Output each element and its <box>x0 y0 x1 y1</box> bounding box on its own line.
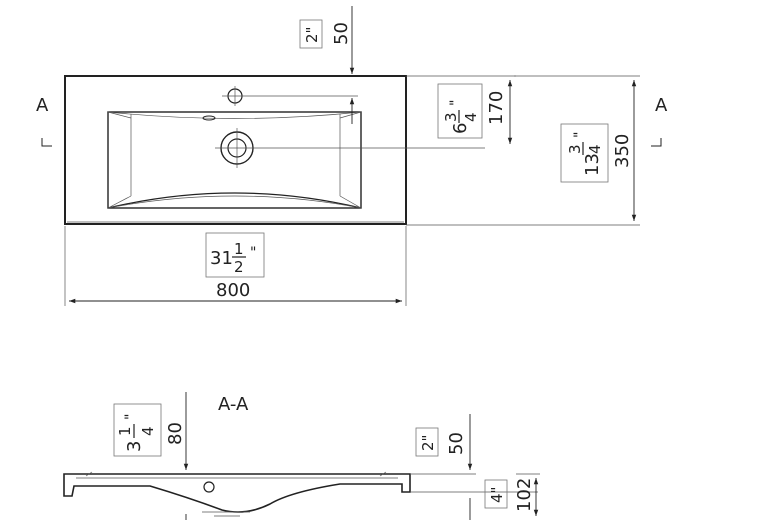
svg-text:170: 170 <box>486 91 507 125</box>
svg-text:A: A <box>36 95 49 116</box>
overflow-slot <box>202 115 216 121</box>
dim-width: 31 1 2 " 800 <box>64 226 407 306</box>
dim-section-rim: 2" 50 <box>410 414 476 475</box>
svg-text:800: 800 <box>216 280 250 301</box>
svg-text:4: 4 <box>139 426 157 436</box>
svg-text:": " <box>123 414 139 420</box>
svg-text:1: 1 <box>234 240 244 258</box>
svg-text:102: 102 <box>514 478 535 512</box>
top-view: A A 2" 50 6 3 4 " 170 <box>36 6 668 306</box>
section-marker-left: A <box>36 95 52 147</box>
svg-text:50: 50 <box>331 22 352 45</box>
svg-text:2": 2" <box>303 27 321 43</box>
svg-text:A: A <box>655 95 668 116</box>
dim-depth: 13 3 4 " 350 <box>406 75 640 226</box>
dim-tap-offset: 2" 50 <box>299 6 355 124</box>
svg-text:1: 1 <box>116 426 134 436</box>
svg-text:80: 80 <box>165 422 186 445</box>
overflow-hole <box>203 481 215 493</box>
dim-drain-center: 6 3 4 " 170 <box>406 75 516 144</box>
svg-text:13: 13 <box>582 153 603 176</box>
section-marker-right: A <box>651 95 668 147</box>
svg-text:2": 2" <box>419 435 437 451</box>
svg-text:4: 4 <box>586 144 604 154</box>
bowl <box>107 111 362 209</box>
section-view: A-A 3 1 4 " 80 2" 50 <box>63 392 540 520</box>
svg-text:": " <box>448 100 464 106</box>
dim-section-edge: 4" 102 <box>410 473 540 520</box>
svg-text:3: 3 <box>566 144 584 154</box>
svg-text:31: 31 <box>210 248 233 269</box>
section-title: A-A <box>218 394 249 415</box>
svg-text:6: 6 <box>450 123 471 134</box>
dim-section-height: 3 1 4 " 80 <box>113 392 189 520</box>
svg-text:350: 350 <box>612 134 633 168</box>
section-profile <box>63 471 411 517</box>
basin-outline <box>64 75 407 225</box>
svg-text:": " <box>572 132 588 138</box>
svg-text:4": 4" <box>488 487 506 503</box>
svg-text:": " <box>250 245 256 261</box>
svg-text:3: 3 <box>442 112 460 122</box>
svg-text:2: 2 <box>234 258 244 276</box>
svg-text:4: 4 <box>462 112 480 122</box>
svg-text:3: 3 <box>124 441 145 452</box>
svg-text:50: 50 <box>446 432 467 455</box>
